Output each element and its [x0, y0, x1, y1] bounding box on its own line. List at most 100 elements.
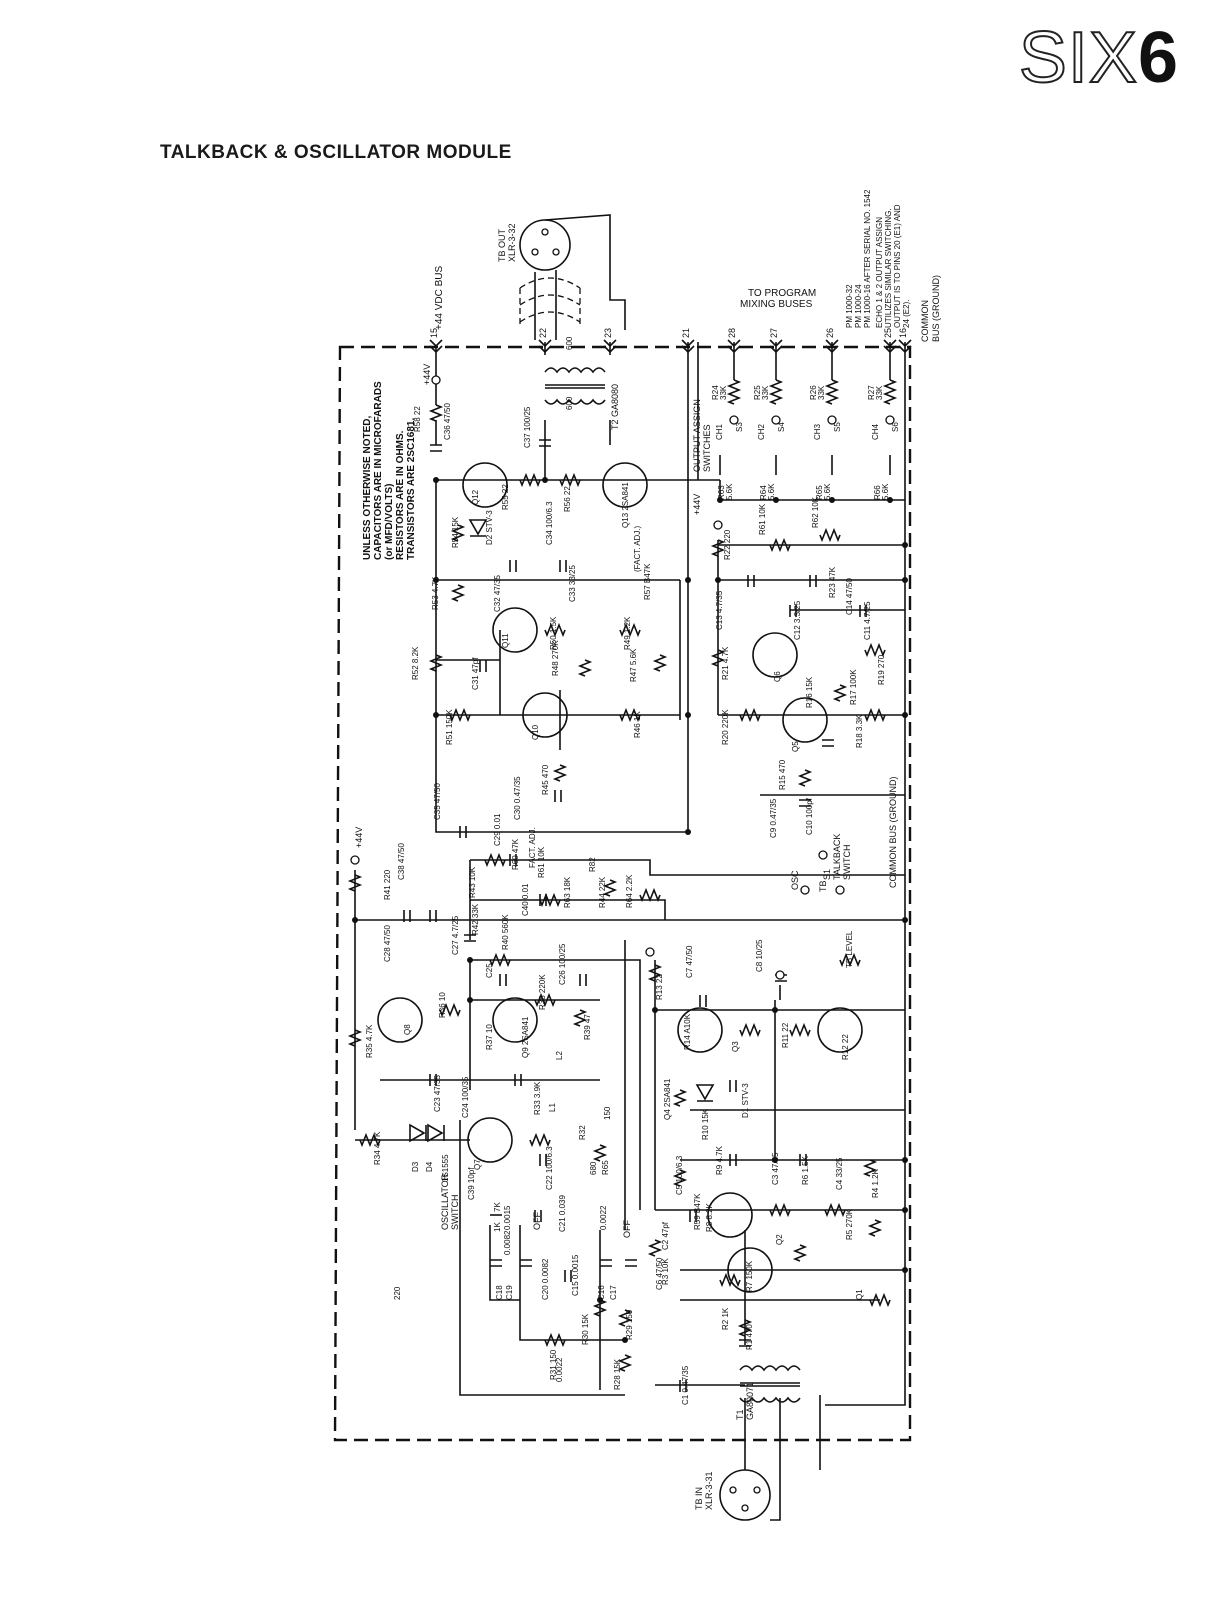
channel-resistor-value: 33K — [817, 385, 826, 400]
channel-bottom-resistor-value: 5.6K — [767, 483, 776, 500]
component-label: R1 470 — [745, 1324, 754, 1350]
component-label: C8 10/25 — [755, 939, 764, 972]
component-label: R42 33K — [471, 903, 480, 935]
component-label: C28 47/50 — [383, 925, 392, 962]
osc-switch-label: OSCILLATOR SWITCH — [440, 1173, 460, 1230]
svg-text:TALKBACK: TALKBACK — [832, 834, 842, 880]
pin-number: 25 — [883, 328, 893, 338]
note-line: (or MFD/VOLTS) — [384, 484, 395, 560]
note-line: UNLESS OTHERWISE NOTED, — [362, 416, 373, 560]
output-assign-label: OUTPUT ASSIGN SWITCHES — [692, 399, 712, 472]
component-label: Q3 — [731, 1041, 740, 1052]
component-label: R8 8.2K — [705, 1202, 714, 1232]
plus44v-label: +44V — [354, 827, 364, 848]
channel-resistor: R26 — [809, 385, 818, 400]
component-label: R50 1.5K — [549, 616, 558, 650]
notes-block: UNLESS OTHERWISE NOTED, CAPACITORS ARE I… — [362, 381, 417, 560]
component-label: R10 15K — [701, 1108, 710, 1140]
channel-bottom-resistor: R65 — [815, 485, 824, 500]
pin-number: 23 — [603, 328, 613, 338]
channel-bottom-resistor: R63 — [717, 485, 726, 500]
component-label: R45 470 — [541, 764, 550, 795]
component-label: R48 270K — [551, 640, 560, 676]
component-label: C32 47/35 — [493, 575, 502, 612]
module-boundary — [333, 345, 912, 1442]
svg-text:PM 1000-16 AFTER SERIAL NO. 15: PM 1000-16 AFTER SERIAL NO. 1542 — [863, 189, 872, 328]
diodes — [409, 519, 715, 1143]
component-label: C7 47/50 — [685, 945, 694, 978]
component-label: R38 220K — [538, 974, 547, 1010]
component-label: R49 1.2K — [623, 616, 632, 650]
component-label: C11 4.7/25 — [863, 601, 872, 640]
component-label: R43 10K — [468, 866, 477, 898]
component-label: TB LEVEL — [845, 930, 854, 968]
channel-bottom-resistor: R66 — [873, 485, 882, 500]
component-label: R63 18K — [563, 876, 572, 908]
off-label: OFF — [532, 1212, 542, 1230]
component-label: C30 0.47/35 — [513, 776, 522, 820]
component-label: C20 0.0082 — [541, 1258, 550, 1300]
channel-name: CH4 — [871, 423, 880, 440]
component-label: R6 1.5K — [801, 1155, 810, 1185]
component-label: 1K — [493, 1222, 502, 1232]
component-label: 600 — [565, 336, 574, 350]
component-label: R29 150 — [625, 1309, 634, 1340]
component-label: R46 1K — [633, 711, 642, 738]
component-label: C3 47/35 — [771, 1152, 780, 1185]
component-label: C14 47/50 — [845, 578, 854, 615]
component-label: C21 0.039 — [558, 1195, 567, 1232]
component-label: R52 8.2K — [411, 646, 420, 680]
component-label: R57 B47K — [643, 563, 652, 600]
component-label: R21 4.7K — [721, 646, 730, 680]
component-label: Q8 — [403, 1024, 412, 1035]
tb-out-label: TB OUT XLR-3-32 — [497, 223, 517, 262]
component-label: 680 — [589, 1161, 598, 1175]
off-label: OFF — [622, 1220, 632, 1238]
component-label: R14 A10K — [683, 1013, 692, 1050]
component-label: R18 3.3K — [855, 714, 864, 748]
svg-text:TB OUT: TB OUT — [497, 228, 507, 262]
component-label: R22 220 — [723, 529, 732, 560]
component-label: C34 100/6.3 — [545, 501, 554, 545]
component-label: 220 — [393, 1286, 402, 1300]
svg-text:COMMON: COMMON — [920, 300, 930, 342]
transformers — [544, 367, 801, 1403]
component-label: R59 B47K — [693, 1193, 702, 1230]
component-label: 600 — [565, 396, 574, 410]
component-label: R34 4.7K — [373, 1131, 382, 1165]
component-label: R12 22 — [841, 1034, 850, 1060]
component-label: R37 10 — [485, 1024, 494, 1050]
svg-text:SWITCHES: SWITCHES — [702, 424, 712, 472]
component-label: R20 220K — [721, 709, 730, 745]
component-label: R39 47 — [583, 1014, 592, 1040]
channel-name: CH3 — [813, 423, 822, 440]
channel-name: CH2 — [757, 423, 766, 440]
component-label: 0.0082 — [503, 1230, 512, 1255]
component-label: C35 47/50 — [433, 783, 442, 820]
component-label: R36 10 — [438, 992, 447, 1018]
component-label: R55 22 — [501, 484, 510, 510]
component-label: Q10 — [531, 724, 540, 740]
component-label: R23 47K — [828, 566, 837, 598]
svg-text:XLR-3-31: XLR-3-31 — [704, 1471, 714, 1510]
component-label: R31 150 — [549, 1349, 558, 1380]
svg-text:24 (E2).: 24 (E2). — [902, 300, 911, 328]
svg-text:OUTPUT IS TO PINS 20 (E1) AND: OUTPUT IS TO PINS 20 (E1) AND — [893, 204, 902, 328]
channel-switch: S6 — [891, 422, 900, 432]
component-label: C23 47/35 — [433, 1075, 442, 1112]
component-label: C2 47pf — [661, 1221, 670, 1250]
plus44v-label: +44V — [692, 494, 702, 515]
channel-resistor-value: 33K — [875, 385, 884, 400]
component-label: FACT. ADJ. — [528, 827, 537, 868]
program-label: TO PROGRAM — [748, 288, 816, 299]
common-bus-label: COMMON BUS (GROUND) — [920, 275, 941, 342]
transistors — [377, 462, 863, 1293]
svg-text:T1: T1 — [735, 1409, 745, 1420]
svg-text:PM 1000-32: PM 1000-32 — [845, 284, 854, 328]
component-label: R9 4.7K — [715, 1145, 724, 1175]
svg-text:TB IN: TB IN — [694, 1487, 704, 1510]
component-label: R35 4.7K — [365, 1024, 374, 1058]
terminals — [350, 375, 895, 980]
component-label: R60 47K — [511, 838, 520, 870]
